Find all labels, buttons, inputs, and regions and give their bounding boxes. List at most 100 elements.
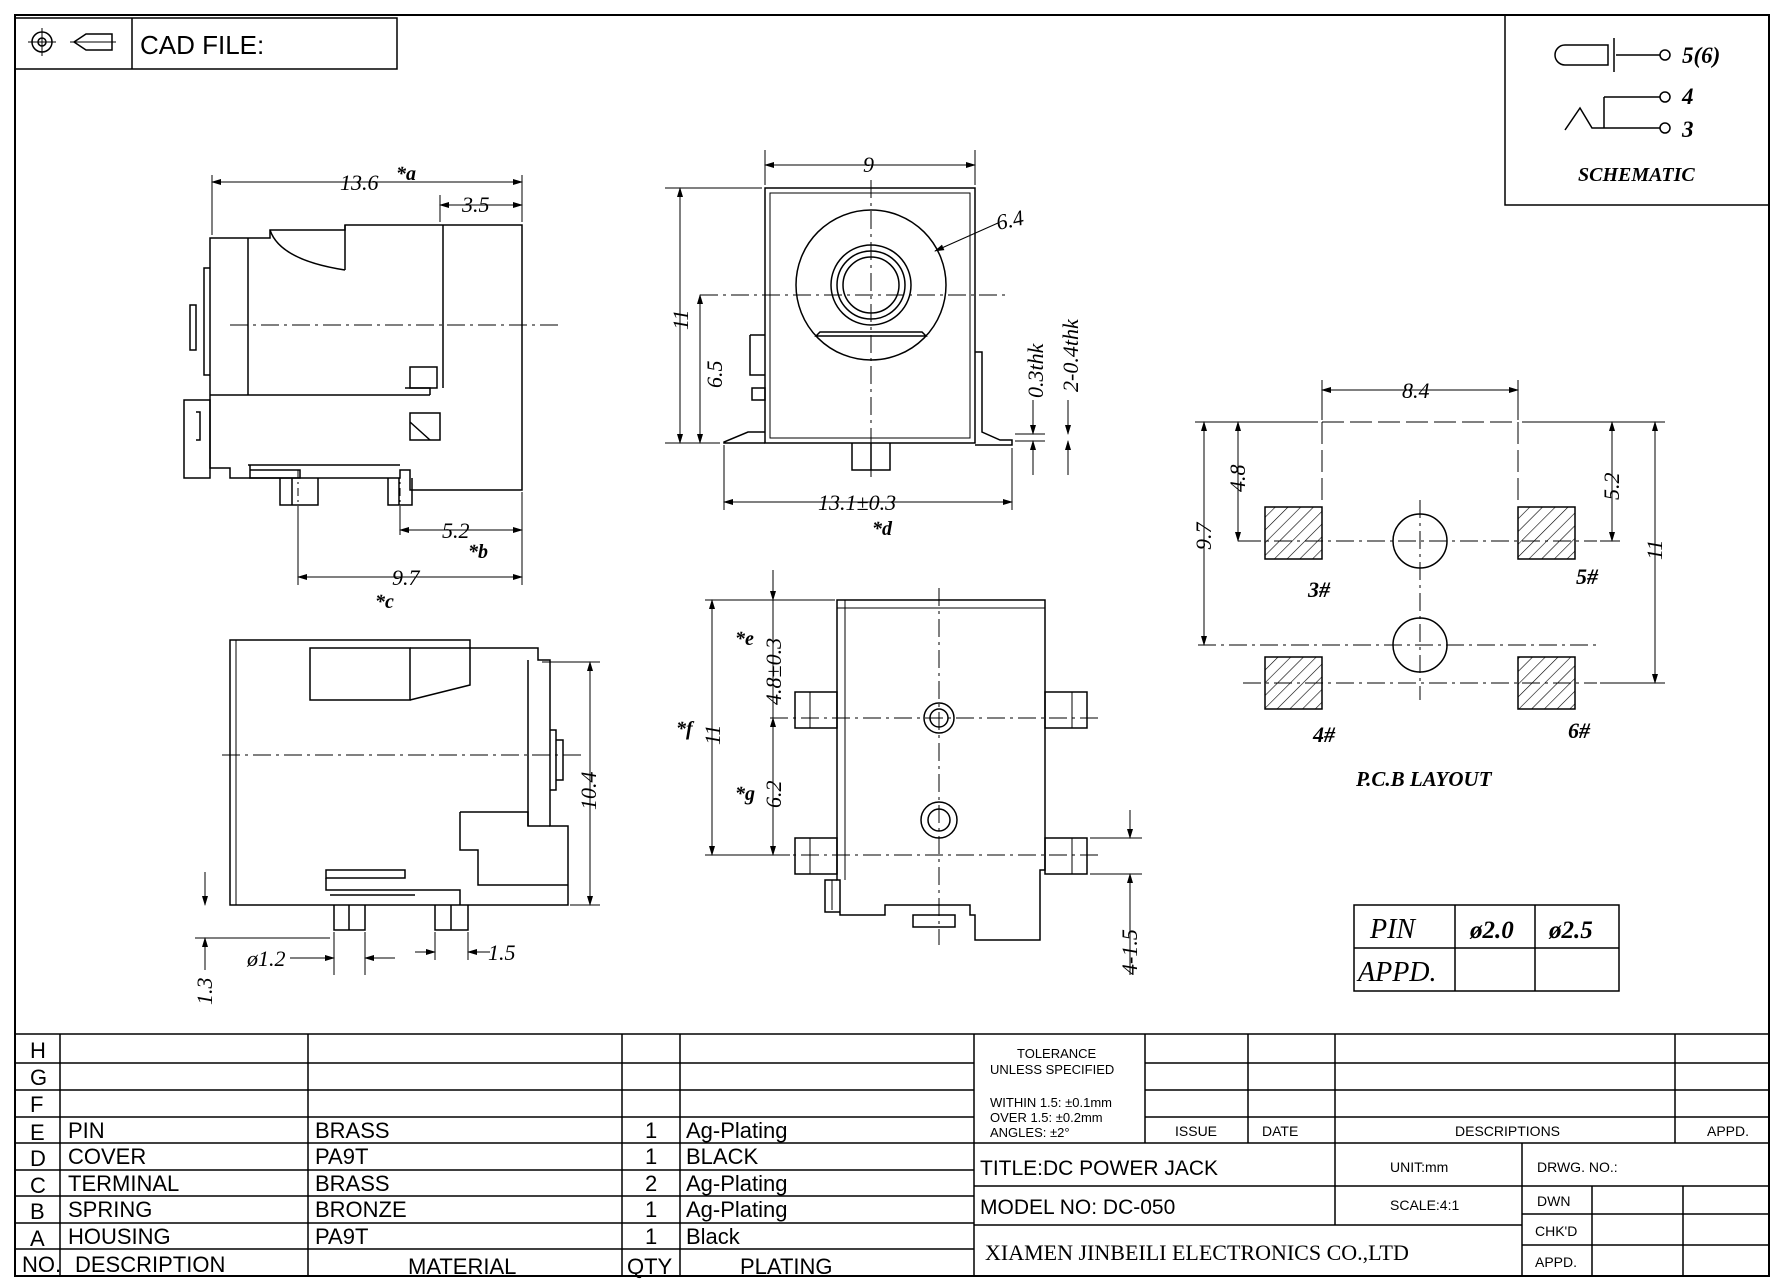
bom-row-letter: F (30, 1092, 43, 1117)
appd-header: APPD. (1707, 1123, 1749, 1139)
bom-qty: 1 (645, 1197, 657, 1222)
bottom-middle-view (770, 588, 1100, 945)
bom-qty: 1 (645, 1224, 657, 1249)
bom-plating: Black (686, 1224, 741, 1249)
bom-footer-description: DESCRIPTION (75, 1252, 225, 1277)
dim-front-9: 9 (863, 152, 874, 177)
dim-bm-4-1-5: 4-1.5 (1117, 929, 1142, 975)
checked-by-label: CHK'D (1535, 1223, 1577, 1239)
pcb-layout (1198, 421, 1597, 710)
schematic-pin-4: 4 (1681, 84, 1694, 109)
dim-bm-6-2: 6.2 (761, 781, 786, 809)
pin-table-col-2-0: ø2.0 (1469, 917, 1514, 944)
pcb-label-3: 3# (1307, 577, 1331, 602)
note-g: *g (735, 783, 755, 805)
bom-qty: 1 (645, 1144, 657, 1169)
schematic-pin-5-6: 5(6) (1682, 43, 1720, 68)
bom-row-letter: E (30, 1120, 45, 1145)
dim-pcb-8-4: 8.4 (1402, 378, 1430, 403)
dim-pcb-11: 11 (1642, 540, 1667, 560)
bom-material: BRASS (315, 1171, 390, 1196)
schematic-box (1504, 14, 1770, 206)
dim-front-11: 11 (668, 310, 693, 330)
schematic-symbol (1554, 38, 1671, 134)
bom-description: SPRING (68, 1197, 152, 1222)
bom-footer-plating: PLATING (740, 1254, 833, 1279)
bom-material: PA9T (315, 1144, 368, 1169)
pcb-layout-title: P.C.B LAYOUT (1355, 767, 1493, 791)
cad-file-label: CAD FILE: (140, 30, 264, 60)
scale-label: SCALE:4:1 (1390, 1197, 1459, 1213)
dim-pcb-5-2: 5.2 (1599, 473, 1624, 501)
dim-bl-10-4: 10.4 (576, 772, 601, 811)
pcb-label-6: 6# (1568, 718, 1591, 743)
tolerance-over: OVER 1.5: ±0.2mm (990, 1110, 1103, 1125)
sheet-border (14, 14, 1770, 1277)
bom-material: BRASS (315, 1118, 390, 1143)
dim-front-0-3thk: 0.3thk (1023, 342, 1048, 398)
descriptions-header: DESCRIPTIONS (1455, 1123, 1560, 1139)
dim-pcb-4-8: 4.8 (1225, 465, 1250, 493)
dim-side-5-2: 5.2 (442, 518, 470, 543)
pcb-label-5: 5# (1576, 564, 1599, 589)
dim-bl-1-5: 1.5 (488, 940, 516, 965)
tolerance-within: WITHIN 1.5: ±0.1mm (990, 1095, 1112, 1110)
note-a: *a (396, 163, 416, 185)
front-view (700, 180, 1013, 480)
dim-bm-11: 11 (700, 725, 725, 745)
note-c: *c (375, 591, 394, 613)
pcb-pad-5 (1517, 506, 1576, 560)
tolerance-heading: TOLERANCE (1017, 1046, 1097, 1061)
dim-side-3-5: 3.5 (461, 192, 490, 217)
bom-row-letter: G (30, 1065, 47, 1090)
cad-header-box (14, 17, 398, 70)
pcb-pad-3 (1264, 506, 1323, 560)
dim-bm-4-8: 4.8±0.3 (761, 638, 786, 705)
bom-footer-material: MATERIAL (408, 1254, 516, 1279)
bom-plating: Ag-Plating (686, 1118, 788, 1143)
projection-symbol-icon (28, 28, 116, 56)
dim-front-13-1: 13.1±0.3 (818, 490, 896, 515)
pcb-label-4: 4# (1312, 722, 1336, 747)
schematic-title: SCHEMATIC (1578, 164, 1695, 186)
company-name: XIAMEN JINBEILI ELECTRONICS CO.,LTD (985, 1240, 1409, 1265)
bom-plating: Ag-Plating (686, 1197, 788, 1222)
approved-by-label: APPD. (1535, 1254, 1577, 1270)
unit-label: UNIT:mm (1390, 1159, 1448, 1175)
tolerance-angles: ANGLES: ±2° (990, 1125, 1070, 1140)
dim-front-2-0-4thk: 2-0.4thk (1058, 318, 1083, 392)
drawing-number-label: DRWG. NO.: (1537, 1159, 1618, 1175)
bom-description: PIN (68, 1118, 105, 1143)
dim-side-13-6: 13.6 (340, 170, 379, 195)
model-number: MODEL NO: DC-050 (980, 1196, 1175, 1219)
dim-side-9-7: 9.7 (392, 565, 421, 590)
bom-row-letter: A (30, 1226, 45, 1251)
bom-row-letter: D (30, 1146, 46, 1171)
bom-plating: Ag-Plating (686, 1171, 788, 1196)
side-view (183, 224, 560, 520)
bom-description: COVER (68, 1144, 146, 1169)
tolerance-subheading: UNLESS SPECIFIED (990, 1062, 1114, 1077)
note-b: *b (468, 541, 488, 563)
bom-qty: 1 (645, 1118, 657, 1143)
pin-table (1353, 904, 1620, 992)
dim-bl-1-3: 1.3 (192, 978, 217, 1006)
pin-table-appd-label: APPD. (1356, 957, 1437, 988)
date-header: DATE (1262, 1123, 1298, 1139)
bom-grid (15, 1033, 1769, 1276)
dim-front-6-4: 6.4 (994, 205, 1026, 235)
dim-front-6-5: 6.5 (702, 361, 727, 389)
bom-material: PA9T (315, 1224, 368, 1249)
dim-pcb-9-7: 9.7 (1191, 522, 1216, 551)
bom-material: BRONZE (315, 1197, 407, 1222)
pin-table-col-2-5: ø2.5 (1548, 917, 1593, 944)
bom-description: TERMINAL (68, 1171, 179, 1196)
bom-plating: BLACK (686, 1144, 758, 1169)
bom-qty: 2 (645, 1171, 657, 1196)
bom-footer-no: NO. (22, 1252, 61, 1277)
drawing-title: TITLE:DC POWER JACK (980, 1157, 1218, 1180)
pin-table-pin-label: PIN (1369, 914, 1416, 945)
bom-description: HOUSING (68, 1224, 171, 1249)
bottom-left-view (222, 639, 585, 931)
schematic-pin-3: 3 (1681, 117, 1694, 142)
